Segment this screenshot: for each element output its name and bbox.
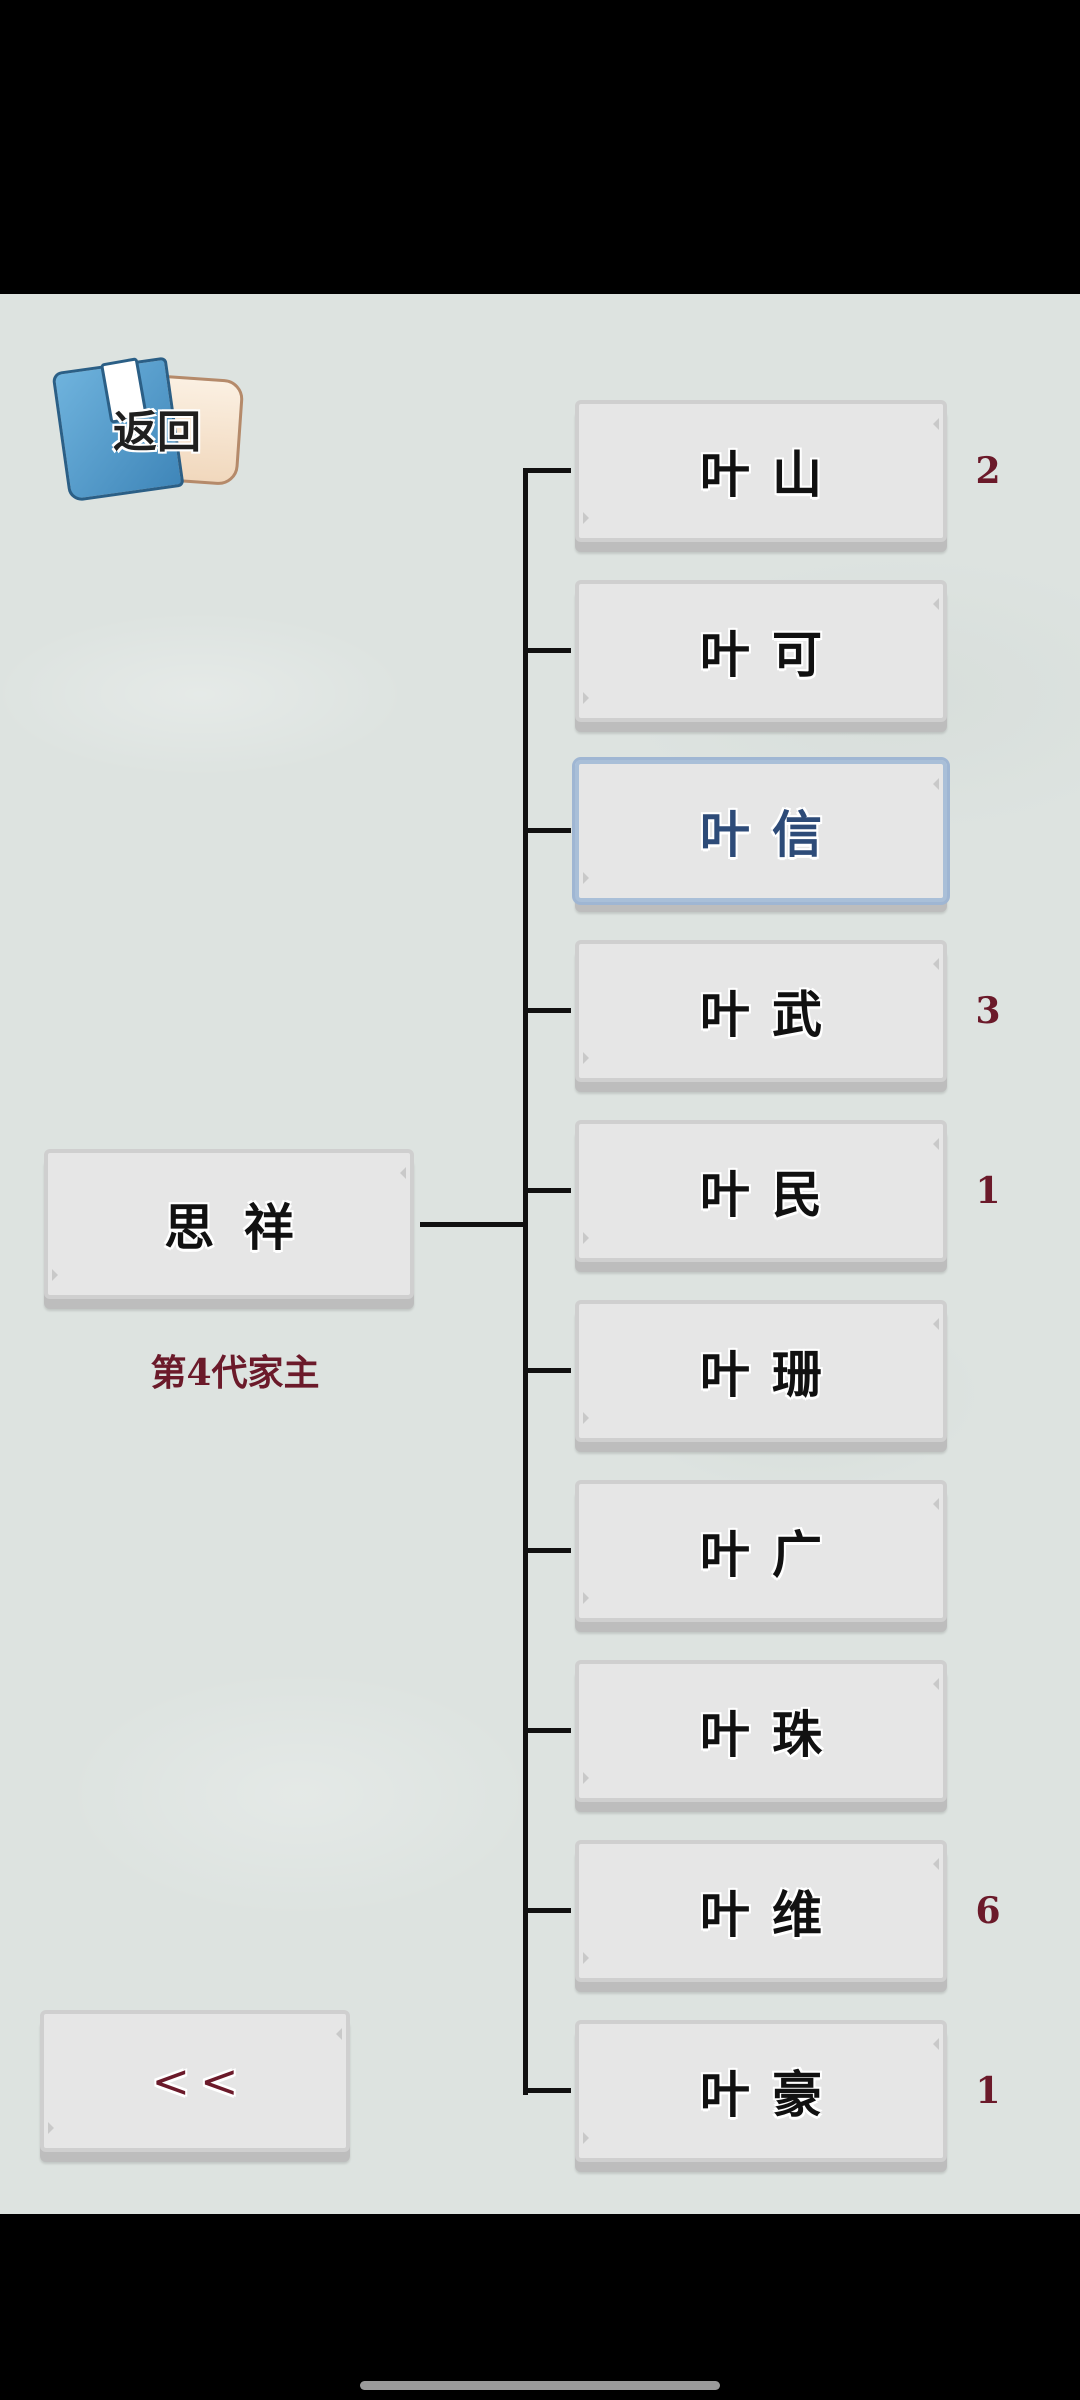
- navigation-bar-area: [0, 2214, 1080, 2400]
- child-card[interactable]: 叶豪: [575, 2020, 947, 2162]
- branch-line: [523, 1188, 571, 1193]
- child-card[interactable]: 叶信: [572, 757, 950, 905]
- child-name: 叶珠: [700, 1705, 844, 1764]
- child-name: 叶豪: [700, 2065, 844, 2124]
- branch-line: [523, 1548, 571, 1553]
- back-button-label: 返回: [113, 407, 201, 458]
- parent-connector-line: [420, 1222, 526, 1227]
- child-card[interactable]: 叶珠: [575, 1660, 947, 1802]
- child-name: 叶信: [700, 805, 844, 864]
- branch-line: [523, 1728, 571, 1733]
- child-name: 叶可: [700, 625, 844, 684]
- previous-generation-button[interactable]: <<: [40, 2010, 350, 2152]
- child-name: 叶民: [700, 1165, 844, 1224]
- child-card[interactable]: 叶广: [575, 1480, 947, 1622]
- family-tree-screen: 返回 思 祥 第4代家主 叶山 2 叶可叶信叶武 3 叶民 1 叶珊叶广叶珠叶维 6 叶豪 1 <…: [0, 294, 1080, 2214]
- branch-line: [523, 1008, 571, 1013]
- branch-line: [523, 1908, 571, 1913]
- child-name: 叶武: [700, 985, 844, 1044]
- status-bar-area: [0, 0, 1080, 294]
- child-card[interactable]: 叶武: [575, 940, 947, 1082]
- previous-generation-label: <<: [151, 2054, 249, 2108]
- parent-name: 思 祥: [164, 1198, 300, 1257]
- child-name: 叶广: [700, 1525, 844, 1584]
- child-card[interactable]: 叶山: [575, 400, 947, 542]
- branch-line: [523, 1368, 571, 1373]
- branch-line: [523, 648, 571, 653]
- child-descendant-count: 3: [975, 990, 1001, 1032]
- child-name: 叶维: [700, 1885, 844, 1944]
- branch-line: [523, 2088, 571, 2093]
- child-card[interactable]: 叶维: [575, 1840, 947, 1982]
- child-card[interactable]: 叶民: [575, 1120, 947, 1262]
- parent-card[interactable]: 思 祥: [44, 1149, 414, 1299]
- tree-trunk-line: [523, 473, 528, 2095]
- child-descendant-count: 6: [975, 1890, 1001, 1932]
- parent-generation-title: 第4代家主: [150, 1352, 320, 1394]
- child-card[interactable]: 叶珊: [575, 1300, 947, 1442]
- child-descendant-count: 1: [975, 1170, 1001, 1212]
- branch-line: [523, 828, 571, 833]
- child-descendant-count: 2: [975, 450, 1001, 492]
- child-card[interactable]: 叶可: [575, 580, 947, 722]
- home-indicator[interactable]: [360, 2381, 720, 2390]
- back-button[interactable]: 返回: [51, 354, 245, 503]
- child-name: 叶珊: [700, 1345, 844, 1404]
- child-name: 叶山: [700, 445, 844, 504]
- branch-line: [523, 468, 571, 473]
- child-descendant-count: 1: [975, 2070, 1001, 2112]
